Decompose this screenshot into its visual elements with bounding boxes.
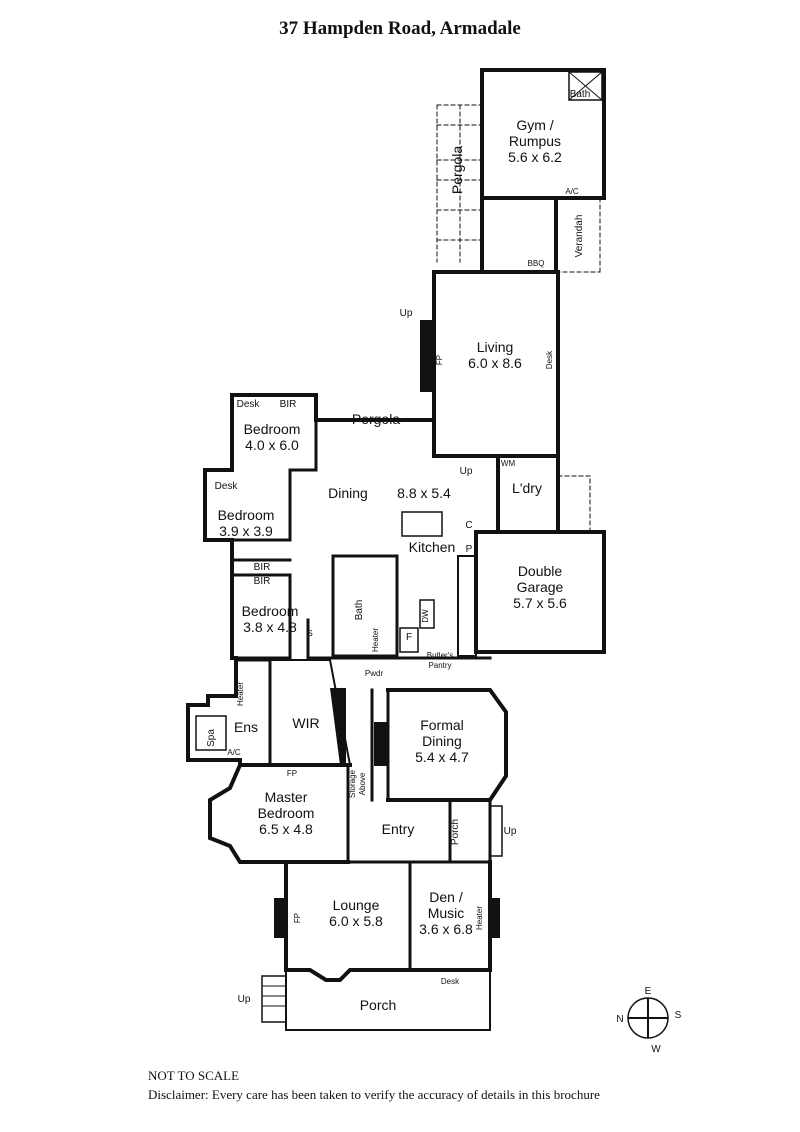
label-pergola-top: Pergola	[449, 146, 465, 194]
room-den-name: Den /	[429, 889, 463, 905]
bath-walls	[331, 554, 399, 658]
gym-bath	[568, 71, 603, 101]
room-master-size: 6.5 x 4.8	[259, 821, 313, 837]
label-up-living: Up	[400, 308, 413, 319]
label-spa: Spa	[206, 729, 217, 747]
room-master-name2: Bedroom	[258, 805, 315, 821]
label-ens: Ens	[234, 719, 258, 735]
room-formal-dining-name2: Dining	[422, 733, 462, 749]
disclaimer: Disclaimer: Every care has been taken to…	[148, 1087, 600, 1102]
room-bedroom2-name: Bedroom	[218, 507, 275, 523]
room-bedroom2-size: 3.9 x 3.9	[219, 523, 273, 539]
room-gym-name2: Rumpus	[509, 133, 561, 149]
label-butlers-1: Butler's	[427, 651, 453, 660]
room-bedroom3-size: 3.8 x 4.8	[243, 619, 297, 635]
label-storage-2: Above	[358, 772, 367, 795]
label-heater-bath: Heater	[371, 628, 380, 652]
label-heater-den: Heater	[475, 906, 484, 930]
room-formal-dining-name: Formal	[420, 717, 464, 733]
label-ac-ens: A/C	[227, 748, 241, 757]
label-bbq: BBQ	[528, 259, 545, 268]
room-bedroom3-name: Bedroom	[242, 603, 299, 619]
master-walls	[208, 762, 350, 864]
label-butlers-2: Pantry	[428, 661, 451, 670]
fixture-labels: Bath Pergola A/C Verandah BBQ Up FP Desk…	[206, 89, 590, 1013]
label-bath-main: Bath	[354, 600, 365, 621]
pergola-top	[436, 104, 601, 273]
room-master-name: Master	[265, 789, 308, 805]
gym-walls	[480, 68, 606, 200]
label-pwdr: Pwdr	[365, 669, 384, 678]
room-bedroom1-name: Bedroom	[244, 421, 301, 437]
room-formal-dining-size: 5.4 x 4.7	[415, 749, 469, 765]
label-porch-front: Porch	[360, 997, 397, 1013]
room-dining-name: Dining	[328, 485, 368, 501]
label-bir-2: BIR	[254, 576, 271, 587]
compass-s: S	[675, 1010, 682, 1021]
room-garage-name: Double	[518, 563, 563, 579]
label-wm: WM	[501, 459, 516, 468]
label-bir-1: BIR	[254, 562, 271, 573]
room-dining-size: 8.8 x 5.4	[397, 485, 451, 501]
room-gym-size: 5.6 x 6.2	[508, 149, 562, 165]
label-kitchen: Kitchen	[409, 539, 456, 555]
label-dw: DW	[421, 609, 430, 623]
label-desk-living: Desk	[545, 350, 554, 369]
label-laundry: L'dry	[512, 480, 542, 496]
label-porch-side: Porch	[450, 819, 461, 845]
plan-title: 37 Hampden Road, Armadale	[279, 18, 521, 39]
label-fp-master: FP	[287, 769, 297, 778]
label-desk-den: Desk	[441, 977, 460, 986]
label-desk-bed2: Desk	[215, 481, 239, 492]
island	[401, 511, 443, 537]
room-living-name: Living	[477, 339, 514, 355]
label-up-porch: Up	[238, 994, 251, 1005]
label-wir: WIR	[292, 715, 319, 731]
room-bedroom1-size: 4.0 x 6.0	[245, 437, 299, 453]
room-den-name2: Music	[428, 905, 465, 921]
room-garage-size: 5.7 x 5.6	[513, 595, 567, 611]
label-heater-ens: Heater	[236, 682, 245, 706]
room-lounge-name: Lounge	[333, 897, 380, 913]
room-den-size: 3.6 x 6.8	[419, 921, 473, 937]
compass-e: E	[645, 986, 652, 997]
label-entry: Entry	[382, 821, 415, 837]
walls	[186, 68, 606, 1031]
label-f: F	[406, 632, 412, 643]
label-ac-gym: A/C	[565, 187, 579, 196]
label-pergola-mid: Pergola	[352, 411, 400, 427]
room-gym-name: Gym /	[516, 117, 553, 133]
room-lounge-size: 6.0 x 5.8	[329, 913, 383, 929]
label-fp-living: FP	[435, 355, 444, 365]
compass-w: W	[651, 1044, 661, 1055]
label-storage-1: Storage	[348, 769, 357, 798]
label-fp-lounge: FP	[293, 913, 302, 923]
label-verandah: Verandah	[574, 215, 585, 258]
not-to-scale: NOT TO SCALE	[148, 1068, 240, 1083]
room-living-size: 6.0 x 8.6	[468, 355, 522, 371]
label-c: C	[465, 520, 472, 531]
label-p: P	[466, 544, 473, 555]
compass-n: N	[616, 1014, 623, 1025]
room-garage-name2: Garage	[517, 579, 564, 595]
compass: E N S W	[616, 986, 681, 1055]
label-bath-gym: Bath	[570, 89, 591, 100]
label-desk-bed1: Desk	[237, 399, 261, 410]
label-bir-bed1: BIR	[280, 399, 297, 410]
label-up-side: Up	[504, 826, 517, 837]
label-up-dining: Up	[460, 466, 473, 477]
room-labels: Gym / Rumpus 5.6 x 6.2 Living 6.0 x 8.6 …	[218, 117, 567, 937]
lounge-walls	[284, 860, 492, 982]
label-s: S	[307, 629, 312, 638]
